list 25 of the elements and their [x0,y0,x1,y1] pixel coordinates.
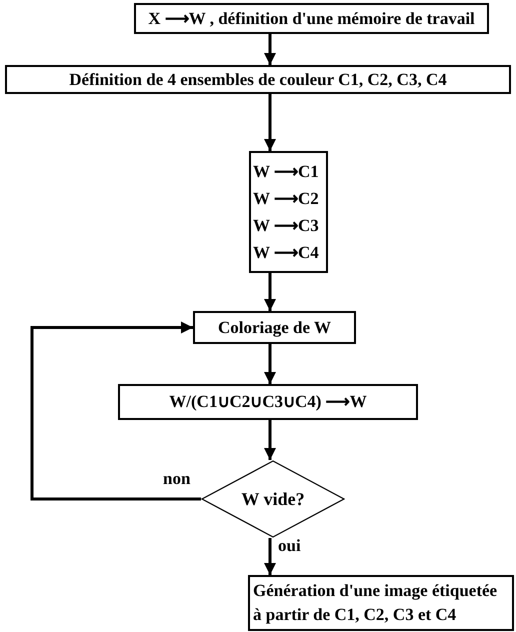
process-text: W ⟶C1 [253,160,319,182]
arrow [264,538,276,575]
process-box [248,575,514,631]
process-text: W/(C1∪C2∪C3∪C4) ⟶W [169,391,367,413]
process-text: W ⟶C3 [253,214,319,236]
arrow [30,322,201,500]
process-text: W ⟶C4 [253,242,319,264]
process-box [118,384,418,420]
process-text: Génération d'une image étiquetée à partir de C1, C2, C3 et C4 [253,580,498,626]
process-text: W ⟶C2 [253,188,319,210]
decision-diamond [201,460,345,538]
arrow [264,34,276,65]
process-text: X ⟶W , définition d'une mémoire de travail [148,8,475,30]
arrow [264,273,276,311]
process-box [249,151,328,273]
arrow [264,94,276,151]
process-text: Définition de 4 ensembles de couleur C1, C2, C3, C4 [69,68,447,90]
arrow [264,344,276,384]
decision-text: W vide? [241,488,305,510]
arrow [264,420,276,460]
edge-label: oui [278,537,301,554]
process-text: Coloriage de W [218,316,331,339]
process-box [193,311,356,344]
process-box [5,65,511,94]
process-box [134,3,489,34]
